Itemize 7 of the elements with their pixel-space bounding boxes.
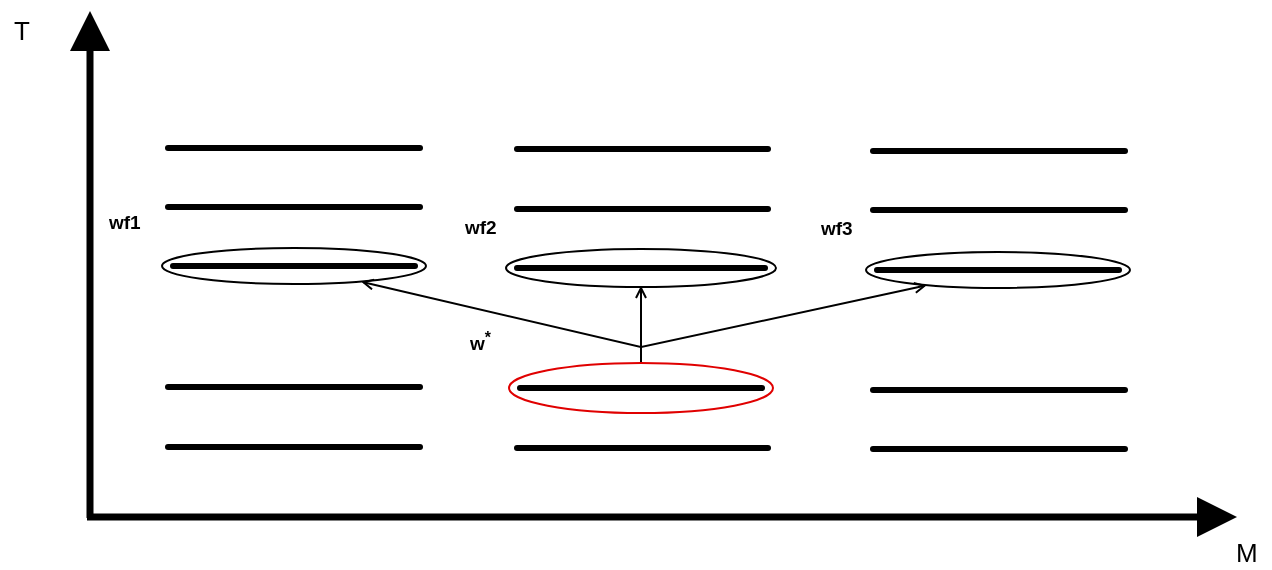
axis-label: M (1236, 540, 1258, 566)
state-label: wf1 (109, 213, 141, 232)
state-label: w$^{*}$ (470, 330, 491, 354)
state-label: wf2 (465, 218, 497, 237)
arrow (640, 282, 926, 363)
axis-label: T (14, 18, 30, 44)
state-label: wf3 (821, 219, 853, 238)
